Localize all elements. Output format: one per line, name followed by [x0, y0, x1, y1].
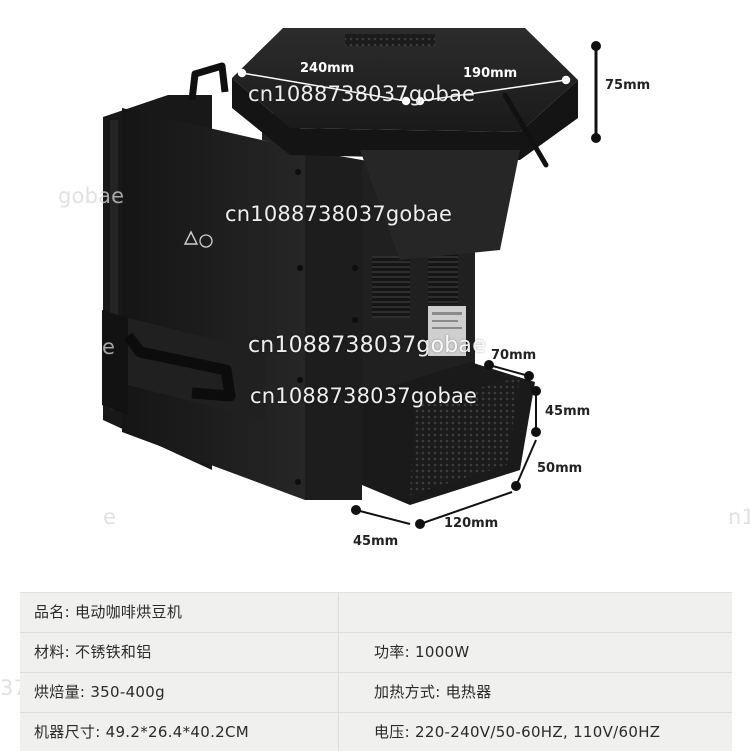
- warning-label-icon: [183, 230, 199, 245]
- dim-tray-bottom: 45mm: [353, 534, 399, 549]
- dim-tray-slope: 50mm: [537, 461, 583, 476]
- watermark-text: cn1088738037gobae: [250, 384, 478, 408]
- spec-size: 机器尺寸: 49.2*26.4*40.2CM: [34, 723, 250, 741]
- spec-power: 功率: 1000W: [374, 643, 470, 661]
- spec-row: 材料: 不锈铁和铝 功率: 1000W: [20, 633, 732, 673]
- rear-handle: [188, 62, 229, 101]
- watermark-fragment: e: [102, 335, 116, 359]
- panel-screws: [295, 169, 358, 485]
- watermark-text: cn1088738037gobae: [248, 333, 486, 358]
- spec-material: 材料: 不锈铁和铝: [34, 643, 152, 661]
- watermark-text: cn1088738037gobae: [225, 202, 453, 226]
- watermark-text: cn1088738037gobae: [248, 82, 476, 106]
- dim-hood-width: 190mm: [463, 66, 518, 81]
- caution-label-icon: [199, 234, 213, 248]
- dim-tray-depth: 70mm: [491, 348, 537, 363]
- watermark-fragment: gobae: [58, 184, 125, 208]
- spec-row: 机器尺寸: 49.2*26.4*40.2CM 电压: 220-240V/50-6…: [20, 713, 732, 752]
- hood-dimension-lines: [237, 68, 571, 106]
- dim-tray-height: 45mm: [545, 404, 591, 419]
- dim-hood-height: 75mm: [605, 78, 651, 93]
- cooling-tray: [362, 362, 535, 505]
- dimension-lines: [351, 41, 601, 529]
- spec-product-name: 品名: 电动咖啡烘豆机: [34, 603, 183, 621]
- spec-row: 品名: 电动咖啡烘豆机: [20, 593, 732, 633]
- dim-hood-length: 240mm: [300, 61, 355, 76]
- roasting-hood: [232, 28, 578, 260]
- spec-capacity: 烘焙量: 350-400g: [34, 683, 165, 701]
- watermark-fragment: n1: [728, 505, 750, 529]
- chaff-drawer: [102, 310, 265, 420]
- dim-tray-length: 120mm: [444, 516, 499, 531]
- spec-row: 烘焙量: 350-400g 加热方式: 电热器: [20, 673, 732, 713]
- machine-body: [122, 100, 362, 500]
- spec-voltage: 电压: 220-240V/50-60HZ, 110V/60HZ: [374, 723, 661, 741]
- watermark-fragment: e: [103, 505, 117, 529]
- spec-table: 品名: 电动咖啡烘豆机 材料: 不锈铁和铝 功率: 1000W 烘焙量: 350…: [20, 592, 732, 751]
- spec-heating: 加热方式: 电热器: [374, 683, 492, 701]
- product-photo: [102, 28, 601, 529]
